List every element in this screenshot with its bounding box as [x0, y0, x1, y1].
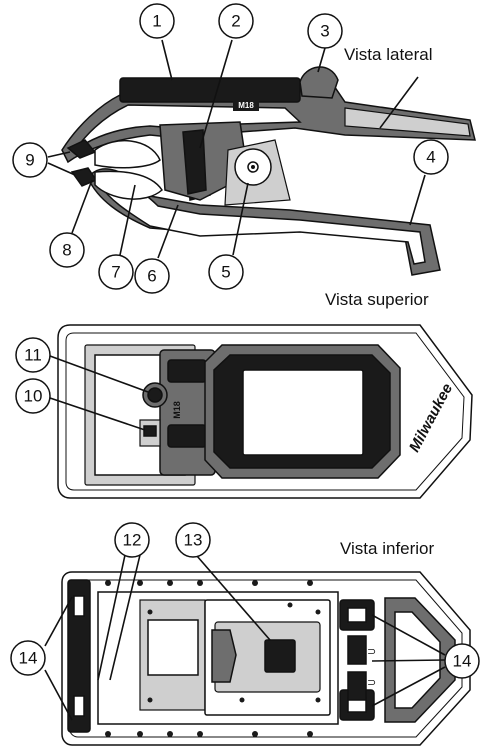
svg-text:11: 11 — [24, 346, 42, 365]
bottom-screws — [105, 580, 321, 737]
svg-text:12: 12 — [123, 531, 142, 550]
side-badge-text: M18 — [238, 101, 254, 110]
callout-11: 11 — [15, 337, 51, 373]
callout-8: 8 — [49, 232, 85, 268]
svg-text:2: 2 — [231, 12, 240, 31]
top-clamp-upper — [167, 359, 207, 383]
bottom-left-slot-top — [73, 595, 85, 617]
callout-13: 13 — [175, 522, 211, 558]
view-title-side: Vista lateral — [344, 45, 433, 64]
callout-9: 9 — [12, 142, 48, 178]
callout-10: 10 — [15, 378, 51, 414]
side-knob — [299, 66, 339, 99]
callout-5: 5 — [208, 254, 244, 290]
callout-14-right: 14 — [444, 643, 480, 679]
side-upper-jaw-pad — [94, 139, 161, 169]
svg-text:8: 8 — [62, 241, 71, 260]
bottom-battery-contact — [264, 639, 296, 673]
top-view-drawing: M18 Milwaukee — [57, 324, 473, 499]
bottom-leaders — [44, 554, 446, 721]
svg-text:3: 3 — [320, 22, 329, 41]
svg-text:14: 14 — [453, 652, 472, 671]
top-badge-text: M18 — [172, 401, 182, 419]
svg-text:4: 4 — [426, 148, 435, 167]
bottom-left-panel-inner — [147, 619, 199, 676]
top-power-button — [147, 387, 163, 403]
svg-text:7: 7 — [111, 263, 120, 282]
callout-2: 2 — [218, 3, 254, 39]
callouts: 1 2 3 4 4 5 6 7 — [10, 3, 480, 679]
bottom-magnet-upper — [347, 635, 367, 665]
svg-text:9: 9 — [25, 151, 34, 170]
bottom-view-drawing: ⊃ ⊃ — [61, 571, 471, 746]
side-leaders — [47, 39, 426, 259]
bottom-magnet-lower — [347, 671, 367, 701]
svg-text:13: 13 — [184, 531, 203, 550]
top-leaders — [49, 355, 149, 431]
top-clamp-lower — [167, 424, 207, 448]
svg-text:10: 10 — [24, 387, 43, 406]
view-title-bottom: Vista inferior — [340, 539, 435, 558]
callout-1: 1 — [139, 3, 175, 39]
svg-text:6: 6 — [147, 267, 156, 286]
bottom-battery-latch — [211, 629, 237, 683]
bottom-left-slot-bottom — [73, 695, 85, 717]
side-badge — [233, 98, 259, 111]
side-lamp-head — [119, 77, 301, 103]
bottom-right-foot-top-inner — [347, 607, 367, 623]
side-handle-top — [344, 107, 471, 137]
magnet-icon: ⊃ — [367, 676, 376, 689]
callout-3: 3 — [307, 13, 343, 49]
callout-7: 7 — [98, 254, 134, 290]
svg-text:1: 1 — [152, 12, 161, 31]
top-lens — [242, 369, 364, 456]
callout-4-upper: 4 — [413, 139, 449, 175]
svg-text:14: 14 — [19, 649, 38, 668]
svg-text:5: 5 — [221, 263, 230, 282]
callout-12: 12 — [114, 522, 150, 558]
bottom-left-handle — [67, 579, 91, 733]
top-mode-switch-knob — [143, 425, 157, 437]
callout-6: 6 — [134, 258, 170, 294]
top-inner-rim — [65, 332, 465, 491]
callout-14-left: 14 — [10, 640, 46, 676]
magnet-icon: ⊃ — [367, 645, 376, 658]
side-pivot-dot — [251, 165, 255, 169]
view-title-top: Vista superior — [325, 290, 429, 309]
side-view-drawing: M18 — [61, 66, 476, 276]
side-lower-jaw-pad — [94, 170, 163, 200]
